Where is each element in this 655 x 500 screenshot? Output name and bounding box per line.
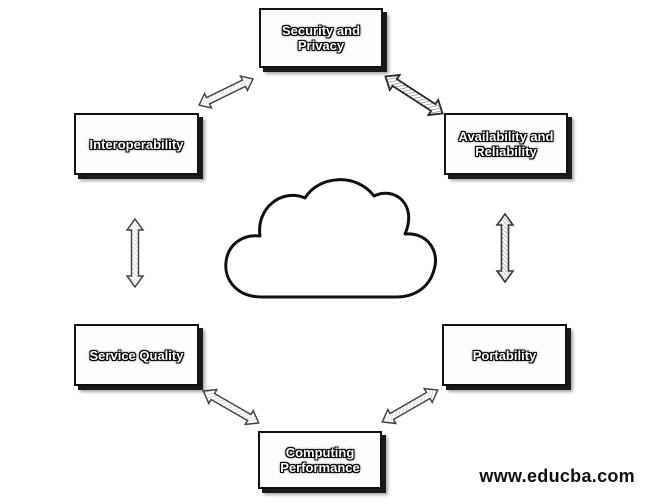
arrow-computing-service — [202, 388, 260, 426]
node-label: Availability and Reliability — [458, 129, 554, 159]
node-computing-performance: Computing Performance — [258, 431, 382, 489]
node-service-quality: Service Quality — [74, 324, 199, 386]
node-label: Portability — [472, 347, 537, 363]
node-interoperability: Interoperability — [74, 113, 199, 175]
arrow-interop-security — [197, 74, 255, 110]
node-label: Computing Performance — [280, 445, 360, 475]
arrow-portability-computing — [381, 387, 439, 425]
watermark: www.educba.com — [479, 466, 635, 486]
node-portability: Portability — [442, 324, 567, 386]
arrow-service-interop — [125, 217, 145, 289]
arrow-availability-portability — [495, 212, 515, 284]
node-security-privacy: Security and Privacy — [259, 8, 383, 68]
node-availability-reliability: Availability and Reliability — [444, 113, 568, 175]
node-label: Interoperability — [89, 136, 184, 152]
cloud-icon — [224, 178, 437, 299]
arrow-security-availability — [384, 73, 444, 117]
node-label: Security and Privacy — [281, 23, 361, 53]
node-label: Service Quality — [89, 347, 184, 363]
